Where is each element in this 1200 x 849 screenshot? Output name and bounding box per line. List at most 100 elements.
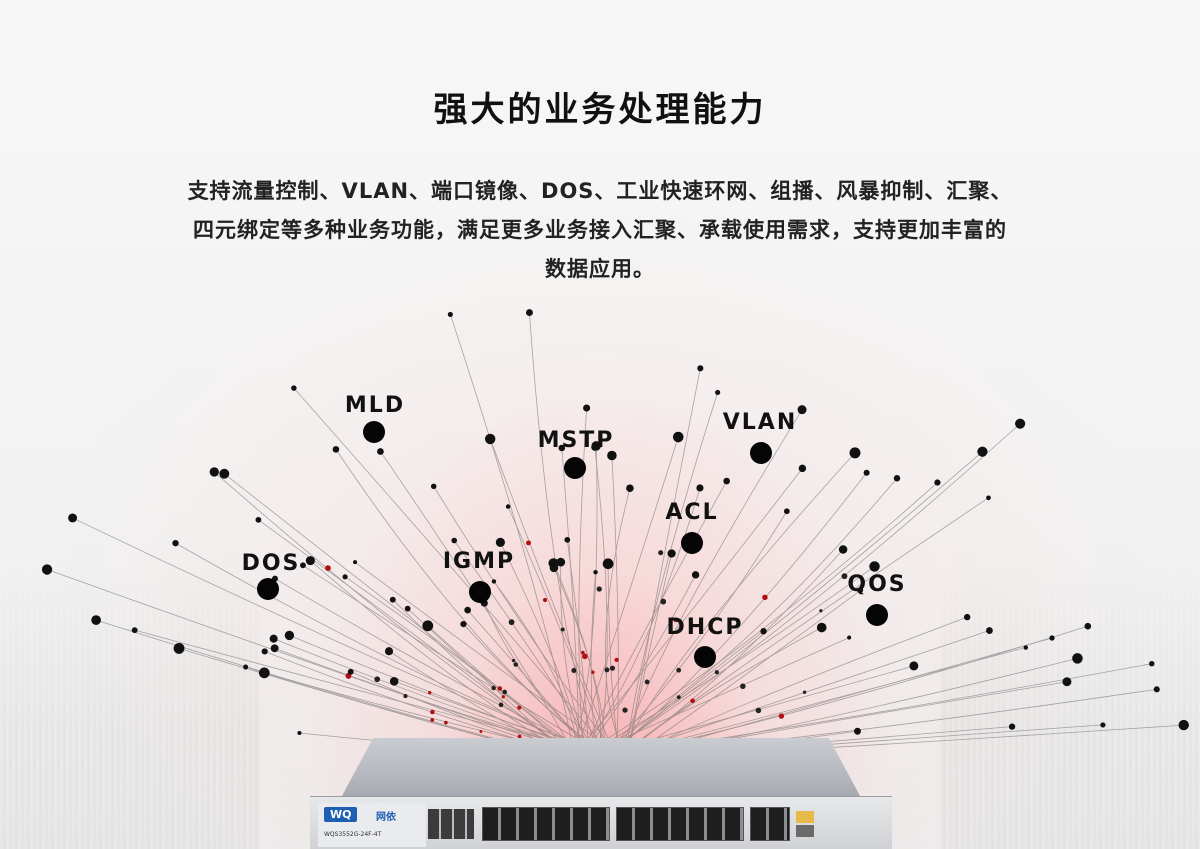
tree-dot: [778, 713, 785, 719]
tree-dot: [672, 431, 684, 443]
rj45-ports: [428, 809, 474, 839]
tree-dot: [517, 705, 522, 710]
tree-dot: [604, 667, 610, 673]
feature-label-dhcp: DHCP: [666, 615, 744, 640]
tree-dot: [172, 539, 179, 547]
tree-branch: [214, 471, 587, 761]
tree-dot: [760, 628, 767, 635]
tree-dot: [560, 627, 565, 632]
tree-dot: [1008, 723, 1016, 730]
tree-branch: [354, 561, 628, 761]
tree-dot: [1178, 719, 1189, 731]
tree-dot: [591, 441, 601, 451]
tree-dot: [1100, 722, 1106, 728]
tree-dot: [556, 557, 566, 567]
tree-dot: [389, 677, 399, 686]
tree-dot: [858, 587, 864, 593]
tree-dot: [602, 558, 614, 570]
tree-dot: [131, 627, 138, 634]
page-title: 强大的业务处理能力: [433, 90, 767, 130]
tree-branch: [616, 409, 803, 761]
tree-dot: [460, 620, 467, 628]
tree-branch: [626, 368, 701, 761]
tree-dot: [609, 665, 616, 671]
console-port: [796, 811, 814, 823]
right-shade: [940, 560, 1200, 849]
tree-dot: [596, 586, 602, 592]
tree-branch: [529, 312, 601, 761]
description: 支持流量控制、VLAN、端口镜像、DOS、工业快速环网、组播、风暴抑制、汇聚、 …: [70, 172, 1130, 289]
tree-dot: [667, 549, 676, 558]
tree-dot: [219, 468, 230, 479]
feature-label-qos: QOS: [847, 572, 907, 597]
tree-dot: [332, 446, 340, 453]
tree-dot: [353, 560, 358, 565]
tree-dot: [505, 504, 511, 509]
tree-dot: [816, 622, 827, 633]
tree-dot: [849, 447, 861, 459]
tree-branch: [613, 497, 989, 761]
switch-front-panel: WQ 网依 WQS3552G-24F-4T: [310, 796, 892, 849]
tree-branch: [293, 387, 616, 761]
tree-dot: [484, 433, 496, 445]
tree-dot: [691, 571, 700, 579]
tree-dot: [564, 536, 571, 543]
description-line-3: 数据应用。: [545, 257, 655, 281]
tree-dot: [255, 516, 262, 523]
tree-dot: [934, 479, 941, 486]
tree-dot: [428, 690, 432, 695]
tree-dot: [542, 597, 548, 603]
tree-branch: [593, 423, 1021, 761]
tree-dot: [447, 311, 453, 318]
tree-dot: [525, 309, 533, 317]
feature-node-mld: [363, 421, 385, 443]
tree-branch: [449, 314, 576, 761]
tree-dot: [300, 562, 306, 569]
feature-label-vlan: VLAN: [722, 410, 798, 435]
tree-dot: [479, 729, 483, 733]
tree-dot: [68, 513, 78, 523]
tree-dot: [1023, 645, 1029, 650]
sfp-ports-group-3: [750, 807, 790, 841]
brand-plate: WQ 网依 WQS3552G-24F-4T: [318, 803, 426, 847]
tree-branch: [507, 506, 610, 761]
tree-dot: [374, 676, 381, 683]
tree-dot: [495, 537, 505, 547]
tree-dot: [798, 464, 807, 473]
tree-dot: [797, 405, 807, 415]
tree-dot: [430, 709, 435, 715]
left-shade: [0, 560, 260, 849]
feature-node-mstp: [564, 457, 586, 479]
tree-dot: [841, 573, 848, 580]
tree-dot: [261, 648, 268, 655]
tree-dot: [270, 644, 279, 653]
tree-dot: [714, 670, 719, 675]
tree-branch: [489, 438, 618, 761]
feature-label-mld: MLD: [344, 393, 406, 418]
sfp-ports-group-1: [482, 807, 610, 841]
tree-dot: [755, 707, 762, 714]
tree-dot: [893, 475, 901, 482]
tree-dot: [673, 617, 679, 623]
tree-dot: [854, 727, 861, 735]
tree-dot: [558, 444, 566, 452]
tree-dot: [740, 683, 746, 690]
tree-branch: [380, 451, 578, 761]
tree-dot: [571, 668, 577, 674]
tree-branch: [624, 392, 719, 761]
brand-logo: WQ: [324, 807, 358, 822]
switch-top-cover: [342, 738, 860, 796]
tree-branch: [569, 468, 803, 761]
tree-dot: [291, 385, 297, 391]
tree-dot: [1149, 660, 1155, 667]
tree-dot: [607, 450, 617, 461]
tree-dot: [697, 365, 704, 372]
tree-dot: [690, 698, 695, 704]
tree-dot: [464, 606, 471, 614]
tree-dot: [384, 647, 394, 656]
tree-dot: [696, 484, 704, 492]
tree-dot: [581, 650, 585, 655]
tree-dot: [838, 545, 848, 554]
tree-dot: [909, 661, 919, 671]
tree-dot: [658, 550, 664, 556]
